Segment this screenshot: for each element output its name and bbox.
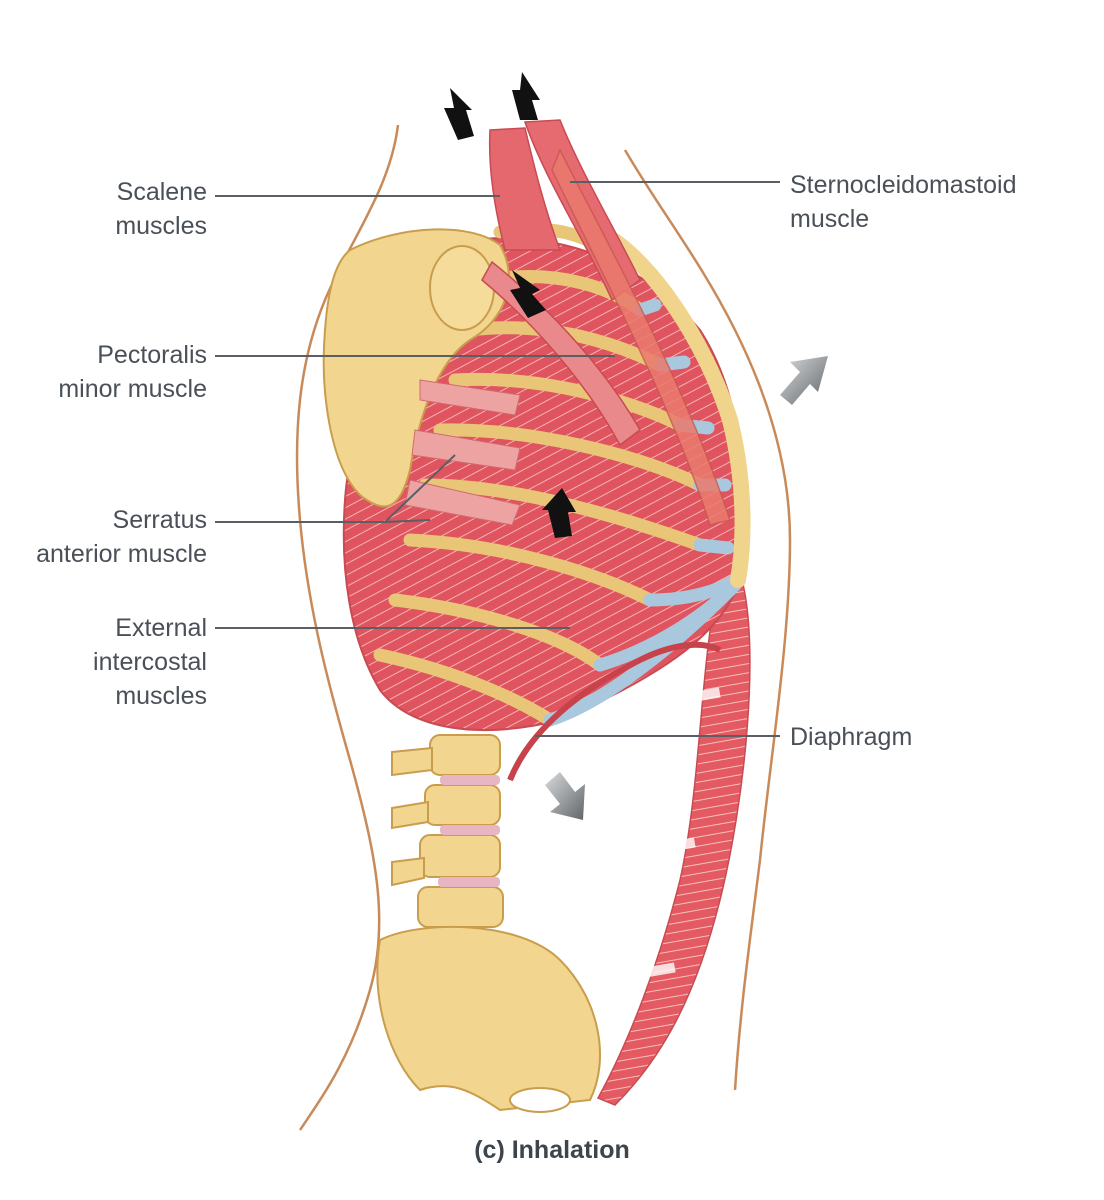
leader-lines: [215, 181, 780, 737]
figure-caption: (c) Inhalation: [474, 1136, 630, 1164]
intervertebral-discs: [438, 775, 500, 887]
arrow-outward-icon: [780, 356, 828, 405]
humeral-head: [429, 245, 495, 331]
sternocleidomastoid-muscle: [551, 148, 731, 526]
tendinous-intersection: [664, 837, 696, 853]
arrow-down-icon: [545, 772, 585, 820]
label-diaphragm: Diaphragm: [790, 723, 913, 751]
scalene-muscles: [488, 127, 562, 251]
label-serratus-anterior-muscle: Serratus anterior muscle: [36, 506, 207, 568]
tendinous-intersection: [644, 962, 676, 978]
sternum: [597, 227, 751, 588]
arrow-up-icon: [444, 88, 474, 140]
costal-cartilage: [543, 251, 742, 727]
arrow-up-icon: [512, 72, 540, 120]
arrow-up-icon: [510, 270, 546, 318]
label-scalene-muscles: Scalene muscles: [115, 178, 207, 240]
rectus-abdominis: [596, 578, 751, 1106]
tendinous-intersection: [689, 687, 721, 703]
serratus-slips: [404, 379, 521, 526]
ribs: [373, 222, 707, 727]
diaphragm: [507, 641, 722, 782]
arrow-up-icon: [542, 488, 576, 538]
grey-arrows: [545, 356, 828, 820]
dark-arrows: [444, 72, 576, 538]
label-sternocleidomastoid-muscle: Sternocleidomastoid muscle: [790, 171, 1017, 233]
label-external-intercostal-muscles: External intercostal muscles: [93, 614, 207, 710]
pelvis: [376, 925, 601, 1112]
label-pectoralis-minor-muscle: Pectoralis minor muscle: [58, 341, 207, 403]
body-outline-front: [623, 149, 792, 1091]
sacral-foramen: [509, 1087, 571, 1113]
